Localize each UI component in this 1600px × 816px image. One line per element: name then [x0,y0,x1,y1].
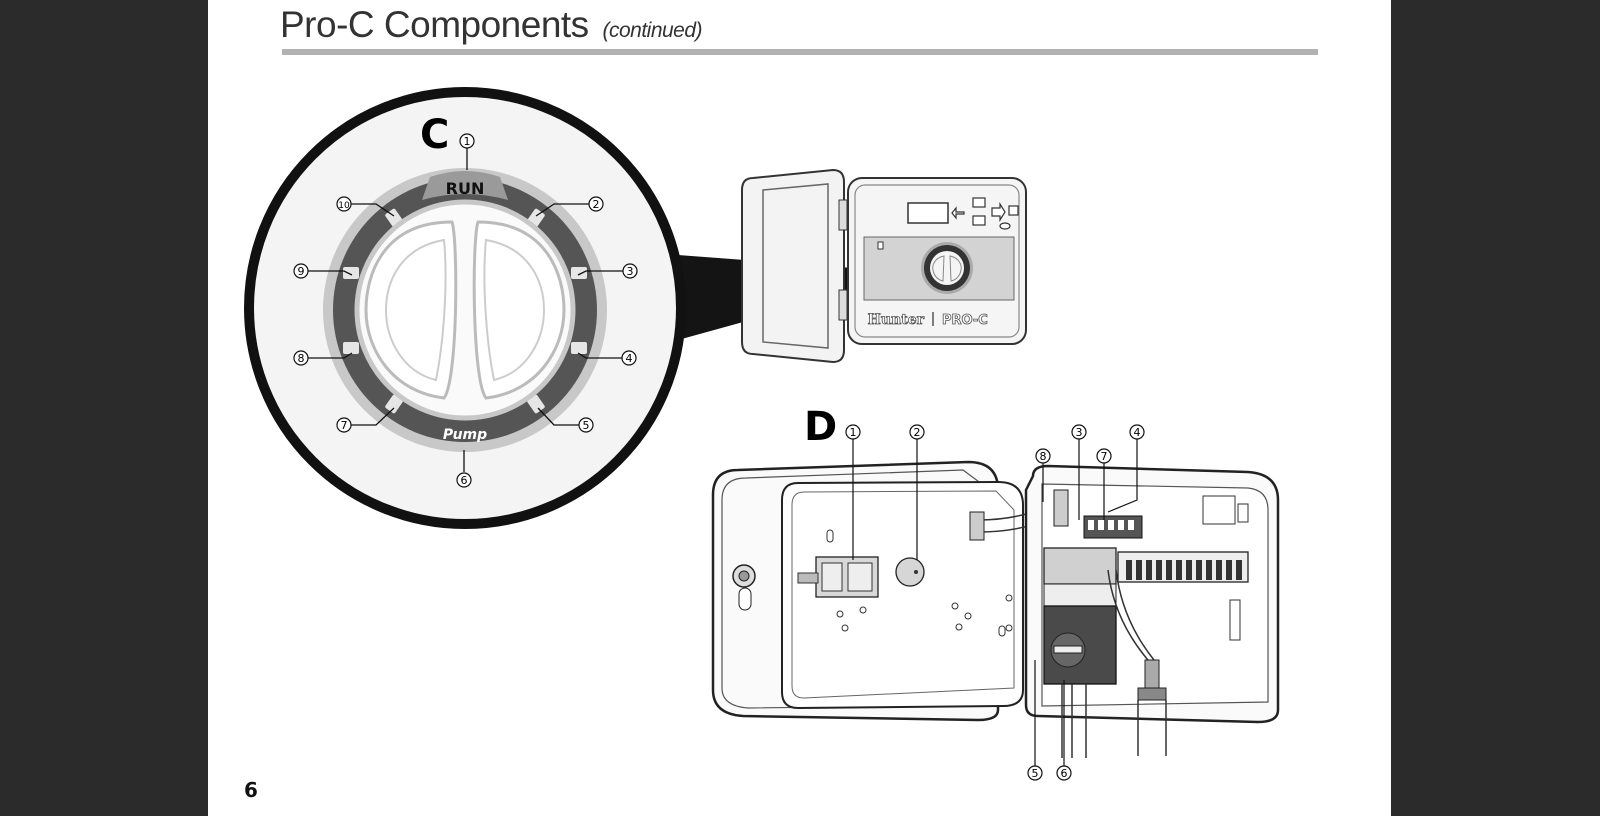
callout-d-5: 5 [1032,767,1039,780]
figure-c-callout-numbers: 1 2 3 4 5 6 7 8 9 10 [298,135,634,487]
callout-c-9: 9 [298,265,305,278]
controller-buttons [951,197,1019,230]
controller-front-view: Hunter PRO-C [741,168,1027,364]
page-number: 6 [244,778,258,802]
callout-d-1: 1 [850,426,857,439]
controller-display [907,202,949,224]
callout-c-7: 7 [341,419,348,432]
title-underline [282,49,1318,55]
callout-c-8: 8 [298,352,305,365]
manual-page: Pro-C Components (continued) RUN Pump [208,0,1391,816]
controller-brand-logo: Hunter [868,312,925,328]
knob-grip-left [364,220,458,400]
callout-d-2: 2 [914,426,921,439]
callout-d-8: 8 [1040,450,1047,463]
callout-c-2: 2 [593,198,600,211]
page-title: Pro-C Components (continued) [280,4,703,46]
page-title-text: Pro-C Components [280,4,589,45]
callout-c-10: 10 [338,201,350,211]
transformer-upper [1043,547,1117,585]
figure-c-letter: C [420,112,449,158]
callout-c-4: 4 [626,352,633,365]
callout-d-3: 3 [1076,426,1083,439]
figure-d-callout-circles [845,424,1145,781]
lithium-battery [895,557,925,587]
callout-d-7: 7 [1101,450,1108,463]
callout-c-3: 3 [627,265,634,278]
figure-d-letter: D [804,404,837,450]
controller-lid [741,168,845,364]
figure-d-leaders [852,438,1138,768]
callout-c-5: 5 [583,419,590,432]
knob-grip-right [472,220,566,400]
callout-c-6: 6 [461,474,468,487]
callout-d-4: 4 [1134,426,1141,439]
callout-d-6: 6 [1061,767,1068,780]
ribbon-connector [1053,489,1069,527]
controller-model-label: PRO-C [942,313,988,328]
figure-d-callout-numbers: 1 2 3 4 5 6 7 8 [850,426,1141,780]
figure-d: D [711,404,1280,781]
dial-pump-label: Pump [443,427,487,443]
callout-c-1: 1 [464,135,471,148]
figure-c-callout-circles [293,133,638,488]
page-title-suffix: (continued) [602,19,703,42]
dial-run-label: RUN [446,179,485,198]
figure-c-leaders [308,148,623,472]
ground-lug [1144,659,1160,691]
components-illustration: RUN Pump C [244,87,1280,781]
run-tab [422,171,508,200]
cabinet-door-panel [781,480,1024,710]
